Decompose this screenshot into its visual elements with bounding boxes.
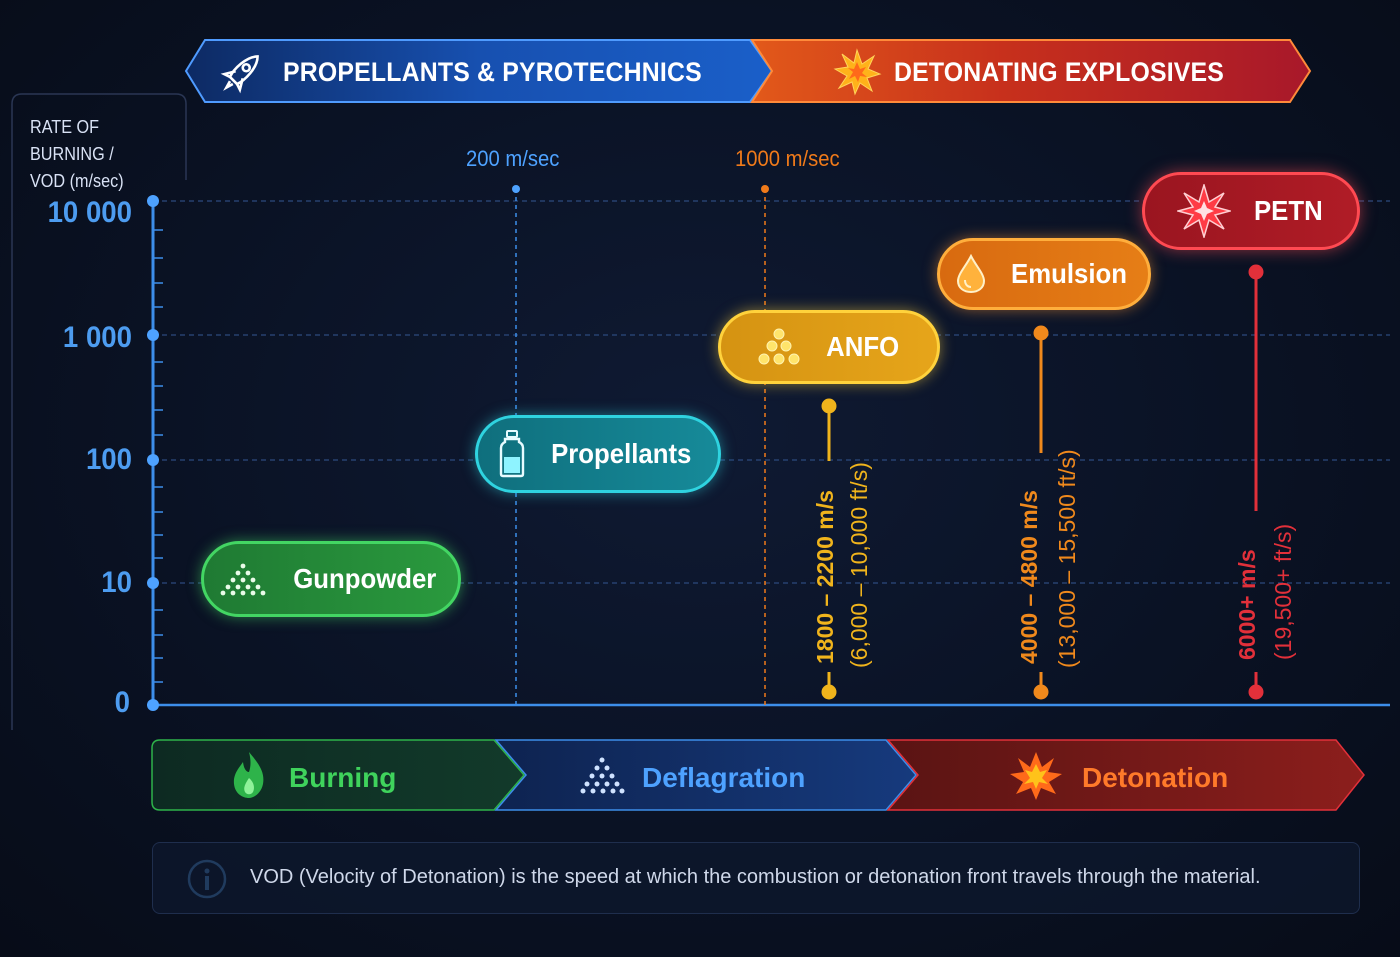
axis-label-frame	[11, 93, 187, 730]
banner-detonating-label: DETONATING EXPLOSIVES	[894, 57, 1225, 87]
threshold-dot-200	[512, 185, 520, 193]
pill-petn-label: PETN	[1253, 195, 1323, 226]
pill-petn: PETN	[1142, 172, 1360, 250]
y-tick-100: 100	[85, 443, 132, 476]
explosion-icon	[1010, 752, 1062, 800]
y-tick-0: 0	[114, 686, 130, 719]
particles-icon	[580, 757, 625, 794]
pill-emulsion: Emulsion	[937, 238, 1151, 310]
phase-detonation	[886, 739, 1365, 811]
note-box	[152, 842, 1360, 914]
flame-icon	[233, 752, 264, 798]
threshold-label-1000: 1000 m/sec	[735, 146, 840, 171]
banner-detonating	[750, 39, 1312, 103]
petn-range-marker	[1248, 264, 1264, 700]
y-axis-title-line2: VOD (m/sec)	[30, 171, 124, 191]
pill-propellants-label: Propellants	[550, 438, 692, 469]
rocket-icon	[220, 55, 259, 94]
pill-emulsion-label: Emulsion	[1011, 258, 1127, 289]
petn-range-ms: 6000+ m/s	[1234, 549, 1260, 660]
y-axis-title-line1: RATE OF BURNING /	[30, 117, 114, 164]
threshold-label-200: 200 m/sec	[466, 146, 560, 171]
phase-deflagration-label: Deflagration	[642, 762, 806, 793]
banner-propellants	[184, 39, 774, 103]
starburst-icon	[1176, 184, 1231, 238]
note-text: VOD (Velocity of Detonation) is the spee…	[250, 866, 1261, 888]
petn-range-fts: (19,500+ ft/s)	[1270, 523, 1296, 660]
anfo-range-fts: (6,000 – 10,000 ft/s)	[846, 462, 872, 668]
minor-ticks	[153, 229, 163, 683]
y-tick-1000: 1 000	[62, 321, 132, 354]
emulsion-range-fts: (13,000 – 15,500 ft/s)	[1054, 449, 1080, 668]
pellets-icon	[755, 327, 803, 367]
emulsion-range-marker	[1033, 325, 1049, 700]
pill-anfo: ANFO	[718, 310, 940, 384]
bottle-icon	[499, 430, 525, 478]
burst-icon	[833, 48, 882, 96]
emulsion-range-ms: 4000 – 4800 m/s	[1016, 490, 1042, 664]
drop-icon	[956, 254, 986, 294]
gridlines	[153, 200, 1390, 584]
y-axis-title: RATE OF BURNING / VOD (m/sec)	[30, 114, 174, 195]
phase-detonation-label: Detonation	[1082, 762, 1229, 793]
anfo-range-marker	[821, 398, 837, 700]
threshold-dot-1000	[761, 185, 769, 193]
axis-dots	[147, 195, 159, 711]
anfo-range-ms: 1800 – 2200 m/s	[812, 490, 838, 664]
pill-gunpowder: Gunpowder	[201, 541, 461, 617]
banner-propellants-label: PROPELLANTS & PYROTECHNICS	[283, 57, 702, 87]
pill-gunpowder-label: Gunpowder	[293, 563, 437, 594]
y-tick-10: 10	[101, 566, 132, 599]
pill-anfo-label: ANFO	[826, 331, 900, 362]
powder-pile-icon	[219, 562, 267, 596]
y-tick-10000: 10 000	[47, 196, 132, 229]
pill-propellants: Propellants	[475, 415, 721, 493]
phase-burning-label: Burning	[289, 762, 397, 793]
